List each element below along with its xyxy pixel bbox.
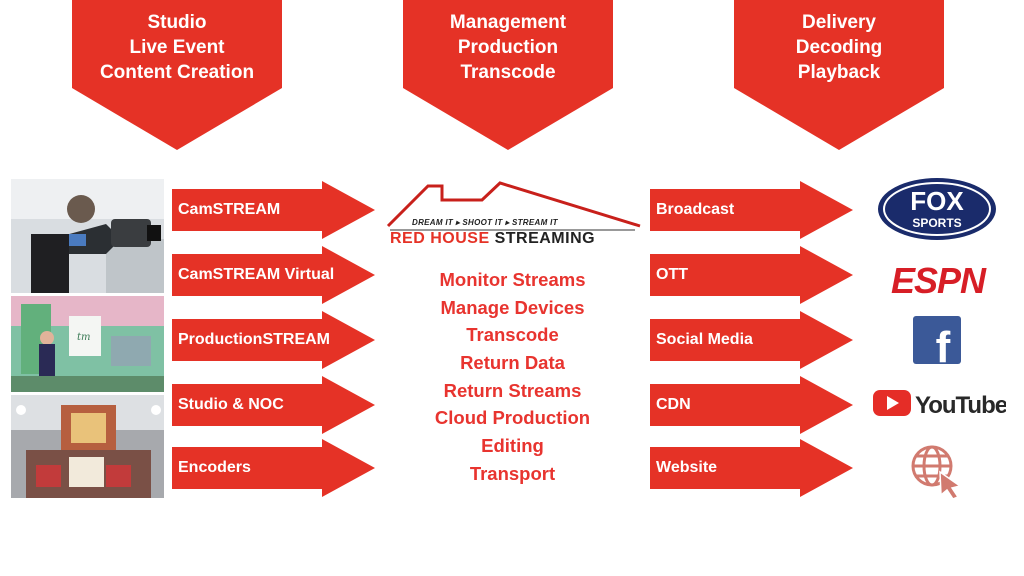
arrow-encoders[interactable]: Encoders: [172, 439, 377, 497]
banner-line: Delivery: [802, 12, 876, 33]
arrow-label: Encoders: [178, 459, 251, 476]
facebook-logo[interactable]: f: [913, 316, 961, 372]
fox-text: FOX: [910, 186, 964, 216]
logo-name-red: RED HOUSE: [390, 230, 490, 247]
arrow-label: Studio & NOC: [178, 396, 284, 413]
arrow-shape: [650, 376, 853, 434]
logo-tagline: DREAM IT ▸ SHOOT IT ▸ STREAM IT: [412, 218, 558, 227]
arrow-shape: [172, 181, 375, 239]
arrow-productionstream[interactable]: ProductionSTREAM: [172, 311, 377, 369]
arrow-label: Social Media: [656, 331, 753, 348]
arrow-ott[interactable]: OTT: [650, 246, 855, 304]
arrow-website[interactable]: Website: [650, 439, 855, 497]
banner-management-text: Management Production Transcode: [403, 10, 613, 85]
sports-text: SPORTS: [912, 216, 961, 230]
arrow-cdn[interactable]: CDN: [650, 376, 855, 434]
banner-studio: Studio Live Event Content Creation: [72, 0, 282, 150]
service-item: Transport: [469, 462, 556, 484]
banner-line: Decoding: [795, 37, 883, 58]
banner-delivery: Delivery Decoding Playback: [734, 0, 944, 150]
banner-chevron-shape: [403, 0, 613, 150]
banner-line: Transcode: [460, 62, 556, 83]
arrow-broadcast[interactable]: Broadcast: [650, 181, 855, 239]
arrow-shape: [650, 439, 853, 497]
arrow-shape: [650, 311, 853, 369]
logo-name: RED HOUSE STREAMING: [390, 230, 640, 248]
banner-line: Live Event: [129, 37, 225, 58]
banner-chevron-shape: [734, 0, 944, 150]
fox-sports-icon: FOX SPORTS: [878, 178, 996, 240]
logo-name-dark: STREAMING: [494, 230, 596, 247]
banner-line: Playback: [797, 62, 881, 83]
service-item: Editing: [481, 435, 544, 457]
banner-line: Content Creation: [99, 62, 255, 83]
arrow-shape: [172, 376, 375, 434]
arrow-shape: [650, 246, 853, 304]
arrow-label: ProductionSTREAM: [178, 331, 330, 348]
camera-operator-photo: [11, 179, 164, 293]
youtube-icon: YouTube: [873, 390, 1009, 419]
facebook-icon: f: [913, 316, 961, 372]
youtube-text: YouTube: [915, 392, 1006, 419]
banner-studio-text: Studio Live Event Content Creation: [72, 10, 282, 85]
svg-text:tm: tm: [77, 332, 91, 343]
arrow-camstream[interactable]: CamSTREAM: [172, 181, 377, 239]
arrow-label: Website: [656, 459, 718, 476]
arrow-camstream-virtual[interactable]: CamSTREAM Virtual: [172, 246, 377, 304]
arrow-studio-noc[interactable]: Studio & NOC: [172, 376, 377, 434]
service-item: Transcode: [466, 324, 559, 346]
banner-line: Management: [449, 12, 567, 33]
arrow-shape: [172, 311, 375, 369]
service-item: Return Data: [460, 352, 565, 374]
youtube-logo[interactable]: YouTube: [872, 386, 1009, 420]
arrow-label: CamSTREAM: [178, 201, 281, 218]
arrow-label: CamSTREAM Virtual: [178, 266, 335, 283]
arrow-shape: [172, 246, 375, 304]
service-item: Monitor Streams: [439, 269, 586, 290]
banner-line: Studio: [147, 12, 207, 33]
banner-chevron-shape: [72, 0, 282, 150]
globe-cursor-icon[interactable]: [908, 442, 966, 500]
services-list: Monitor Streams Manage Devices Transcode…: [405, 266, 620, 488]
espn-icon: ESPN: [891, 260, 988, 301]
espn-text: ESPN: [891, 260, 987, 300]
camera-operator-illustration: [11, 179, 164, 293]
service-item: Cloud Production: [434, 407, 591, 429]
banner-management: Management Production Transcode: [403, 0, 613, 150]
service-item: Manage Devices: [440, 296, 585, 318]
espn-logo[interactable]: ESPN: [874, 260, 1002, 301]
banner-delivery-text: Delivery Decoding Playback: [734, 10, 944, 85]
arrow-label: CDN: [656, 396, 691, 413]
arrow-shape: [650, 181, 853, 239]
facebook-f: f: [936, 323, 951, 364]
house-roof-icon: [386, 181, 641, 231]
arrow-label: OTT: [656, 266, 688, 283]
studio-host-photo: tm: [11, 296, 164, 392]
live-event-stage-illustration: [11, 395, 164, 498]
live-event-stage-photo: [11, 395, 164, 498]
arrow-social-media[interactable]: Social Media: [650, 311, 855, 369]
red-house-logo: [380, 178, 650, 250]
studio-host-illustration: tm: [11, 296, 164, 392]
service-item: Return Streams: [443, 379, 582, 401]
arrow-label: Broadcast: [656, 201, 735, 218]
banner-line: Production: [457, 37, 559, 58]
arrow-shape: [172, 439, 375, 497]
fox-sports-logo[interactable]: FOX SPORTS: [876, 176, 998, 242]
web-globe-icon: [911, 445, 962, 500]
